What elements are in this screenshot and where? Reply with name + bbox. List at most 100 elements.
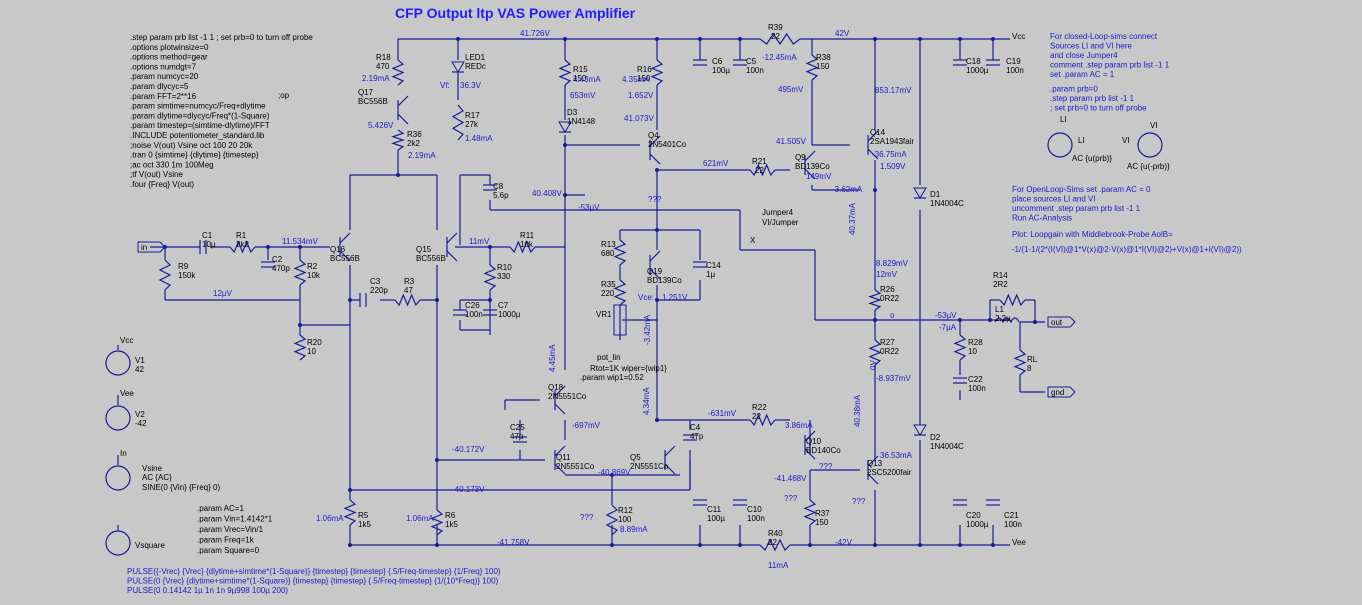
node-annotation: ???	[648, 195, 662, 204]
resistor-icon	[483, 264, 497, 291]
capacitor-icon	[733, 499, 747, 506]
component-ref: Q19	[647, 267, 663, 276]
component-value: 220p	[370, 286, 388, 295]
resistor-icon	[293, 259, 307, 286]
pot-param: .param wip1=0.52	[580, 373, 644, 382]
node-annotation: -3.62mA	[832, 185, 863, 194]
closed-loop-note: ; set prb=0 to turn off probe	[1050, 104, 1147, 113]
port-flag-icon	[137, 241, 166, 253]
component-ref: Q14	[870, 128, 886, 137]
component-value: 47p	[510, 432, 524, 441]
closed-loop-note: .param prb=0	[1050, 85, 1098, 94]
component-ref: R18	[376, 53, 391, 62]
component-value: 220	[601, 289, 615, 298]
pulse-directive: PULSE(0 0.14142 1µ 1n 1n 9µ998 100µ 200)	[127, 586, 288, 595]
port-flag-icon	[1047, 316, 1076, 328]
component-value: 22	[768, 538, 777, 547]
component-ref: C11	[707, 505, 722, 514]
node-annotation: -53µV	[578, 203, 600, 212]
node-annotation: 1.652V	[628, 91, 654, 100]
pot-param: Rtot=1K wiper={wip1}	[590, 364, 667, 373]
component-ref: R5	[358, 511, 369, 520]
node-annotation: 1.509V	[880, 162, 906, 171]
component-value: 1µ	[706, 270, 715, 279]
port-label: Vee	[1012, 538, 1026, 547]
led1-icon	[451, 61, 465, 100]
capacitor-icon	[693, 59, 707, 66]
schematic-title: CFP Output ltp VAS Power Amplifier	[395, 5, 636, 21]
node-annotation: -41.758V	[497, 538, 530, 547]
component-ref: R3	[404, 277, 415, 286]
diode-d3-icon	[558, 121, 572, 133]
capacitor-icon	[733, 59, 747, 66]
directive-line: .four {Freq} V(out)	[130, 180, 194, 189]
component-ref: Q9	[795, 153, 806, 162]
directive-line: .param simtime=numcyc/Freq+dlytime	[130, 102, 266, 111]
component-ref: C20	[966, 511, 981, 520]
node-annotation: 2.19mA	[362, 74, 390, 83]
component-ref: R28	[968, 338, 983, 347]
transistor-icon	[554, 445, 566, 475]
node-annotation: -631mV	[708, 409, 737, 418]
node-annotation: -40.869V	[598, 468, 631, 477]
capacitor-icon	[683, 434, 697, 441]
component-value: 2k2	[236, 240, 249, 249]
transistor-icon	[664, 445, 676, 475]
vsquare-ref: Vsquare	[135, 541, 165, 550]
node-annotation: -41.468V	[774, 474, 807, 483]
vsine-source-icon	[105, 465, 131, 491]
capacitor-icon	[986, 499, 1000, 506]
node-annotation: 8.89mA	[620, 525, 648, 534]
source-param: .param AC=1	[197, 504, 244, 513]
resistor-icon	[759, 538, 791, 552]
resistor-icon	[293, 334, 307, 361]
component-ref: R35	[601, 280, 616, 289]
resistor-icon	[805, 54, 819, 81]
port-label: In	[120, 449, 127, 458]
component-ref: Q15	[416, 245, 432, 254]
component-ref: C10	[747, 505, 762, 514]
node-annotation: 149mV	[806, 172, 832, 181]
node-annotation: o	[890, 311, 895, 320]
component-value: 100	[618, 515, 632, 524]
component-ref: C18	[966, 57, 981, 66]
component-value: 1k5	[445, 520, 458, 529]
transistor-icon	[554, 385, 566, 415]
resistor-icon	[759, 32, 801, 46]
component-ref: Q5	[630, 453, 641, 462]
component-ref: C26	[465, 301, 480, 310]
capacitor-icon	[693, 261, 707, 268]
voltage-source-v1-icon	[105, 350, 131, 376]
component-value: BC556B	[330, 254, 360, 263]
port-label: Vcc	[120, 336, 133, 345]
port-label: LI	[1060, 115, 1067, 124]
source-param: .param Vin=1.4142*1	[197, 515, 273, 524]
transistor-symbols	[339, 95, 879, 485]
open-loop-note: Run AC-Analysis	[1012, 214, 1072, 223]
component-value: 2N5551Co	[556, 462, 595, 471]
closed-loop-note: .step param prb list -1 1	[1050, 94, 1135, 103]
component-ref: D1	[930, 190, 941, 199]
component-ref: Q11	[556, 453, 571, 462]
node-annotation: ???	[852, 497, 866, 506]
resistor-icon	[391, 59, 405, 86]
resistor-icon	[605, 504, 619, 536]
vi-ref: VI	[1122, 136, 1130, 145]
component-ref: C2	[272, 255, 283, 264]
node-annotation: 36.3V	[460, 81, 482, 90]
capacitor-icon	[199, 240, 207, 254]
node-annotation: 4.35mA	[622, 75, 650, 84]
current-source-li-icon	[1047, 132, 1073, 158]
open-loop-note: place sources LI and VI	[1012, 195, 1096, 204]
transistor-icon	[397, 95, 409, 125]
node-annotation: ???	[819, 462, 833, 471]
resistor-icon	[868, 339, 882, 366]
open-loop-note: uncomment .step param prb list -1 1	[1012, 204, 1141, 213]
open-loop-note: For OpenLoop-Sims set .param AC = 0	[1012, 185, 1151, 194]
capacitor-icon	[513, 436, 527, 443]
resistor-symbols	[158, 32, 1027, 552]
component-ref: VR1	[596, 310, 612, 319]
capacitor-icon	[953, 377, 967, 384]
component-value: 5.6p	[493, 191, 509, 200]
